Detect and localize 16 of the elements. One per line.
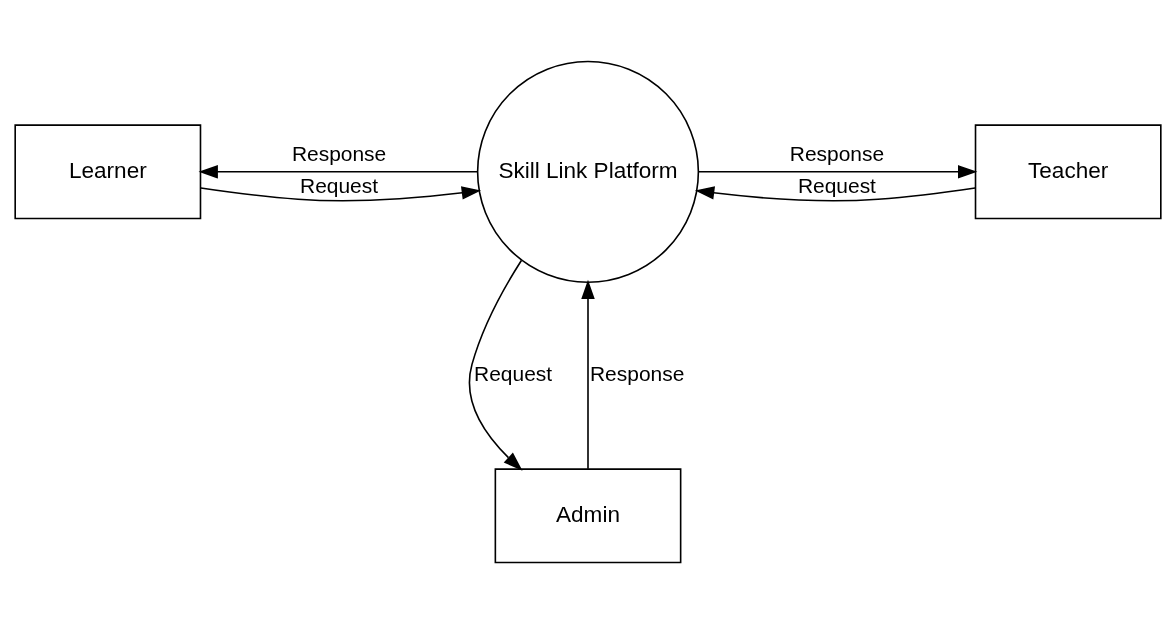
arrow — [198, 165, 479, 179]
edge-label: Response — [291, 142, 387, 166]
edge-label: Response — [590, 362, 685, 386]
arrow — [468, 259, 523, 471]
arrow — [697, 165, 978, 179]
edge-label: Response — [789, 142, 885, 166]
node-circle: Skill Link Platform — [476, 60, 700, 283]
edge-label: Request — [474, 362, 553, 386]
arrow — [581, 279, 595, 470]
node-box: Admin — [494, 468, 682, 564]
edge-label: Request — [797, 174, 876, 198]
arrow — [200, 186, 482, 202]
node-box: Learner — [14, 124, 202, 220]
node-box: Teacher — [974, 124, 1162, 220]
arrow — [694, 186, 976, 202]
edge-label: Request — [300, 174, 379, 198]
